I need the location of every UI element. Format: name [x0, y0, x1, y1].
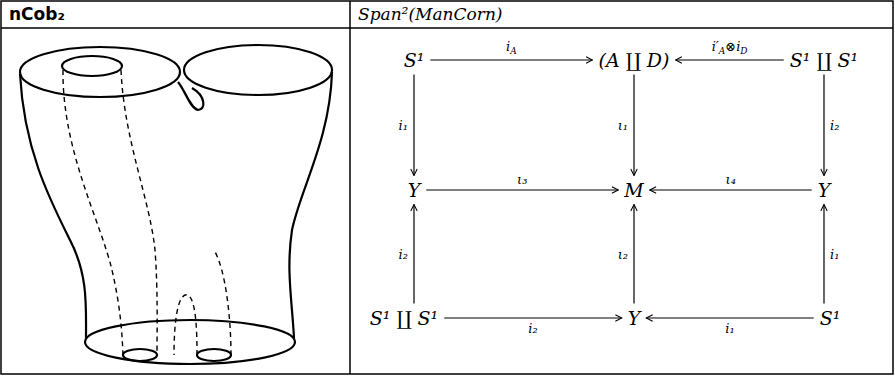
object-label: S¹ ∐ S¹: [790, 49, 858, 71]
morphism-arrow: [823, 75, 824, 176]
boundary-circle: [62, 56, 122, 76]
boundary-circle: [197, 349, 231, 361]
dashed-line: [121, 70, 157, 355]
object-label: M: [624, 179, 643, 201]
dashed-line: [214, 250, 231, 355]
morphism-arrow: [444, 317, 621, 318]
column-rule: [349, 1, 351, 374]
diagram-object: (A ∐ D): [596, 49, 673, 72]
morphism-label: ι₃: [516, 173, 528, 186]
morphism-arrow: [413, 75, 414, 176]
diagram-object: S¹ ∐ S¹: [367, 307, 441, 330]
object-label: S¹: [820, 307, 841, 329]
morphism-arrow: [650, 189, 812, 190]
morphism-label: i₁: [398, 119, 409, 132]
boundary-circle: [85, 320, 295, 364]
boundary-circle: [184, 45, 332, 95]
dashed-line: [174, 295, 197, 355]
morphism-arrow: [675, 59, 783, 60]
morphism-arrow: [413, 205, 414, 304]
object-label: Y: [408, 179, 421, 201]
boundary-circle: [123, 349, 157, 361]
morphism-arrow: [430, 59, 592, 60]
morphism-arrow: [633, 205, 634, 304]
morphism-label: iA: [505, 40, 518, 56]
dashed-line: [63, 70, 123, 355]
diagram-object: Y: [405, 179, 424, 202]
header-rule: [1, 27, 893, 29]
diagram-object: S¹ ∐ S¹: [787, 49, 861, 72]
table-header: Span²(ManCorn): [358, 6, 503, 23]
diagram-object: Y: [625, 307, 644, 330]
diagram-object: M: [621, 179, 646, 202]
object-label: Y: [818, 179, 831, 201]
morphism-label: ι₄: [725, 173, 737, 186]
surface-outline: [178, 82, 203, 110]
hidden-tube: [63, 70, 231, 355]
morphism-label: i₂: [829, 119, 840, 132]
morphism-arrow: [823, 205, 824, 304]
morphism-arrow: [646, 317, 813, 318]
diagram-object: S¹: [401, 49, 428, 72]
surface-outline: [20, 74, 86, 338]
table-header: nCob₂: [9, 6, 65, 23]
object-label: (A ∐ D): [599, 49, 670, 71]
object-label: Y: [628, 307, 641, 329]
morphism-label: ι₁: [617, 119, 629, 132]
morphism-label: i₂: [398, 248, 409, 261]
morphism-label: i₂: [527, 322, 538, 335]
diagram-object: Y: [815, 179, 834, 202]
surface-outline: [289, 72, 332, 338]
morphism-arrow: [633, 75, 634, 176]
cobordism-surface: [20, 45, 332, 364]
morphism-label: i₁: [829, 248, 840, 261]
morphism-label: i₁: [724, 322, 735, 335]
object-label: S¹ ∐ S¹: [370, 307, 438, 329]
object-label: S¹: [404, 49, 425, 71]
morphism-label: ι₂: [617, 248, 629, 261]
diagram-object: S¹: [817, 307, 844, 330]
boundary-circle: [20, 47, 180, 97]
morphism-label: i′A⊗iD: [711, 40, 749, 56]
morphism-arrow: [426, 189, 618, 190]
